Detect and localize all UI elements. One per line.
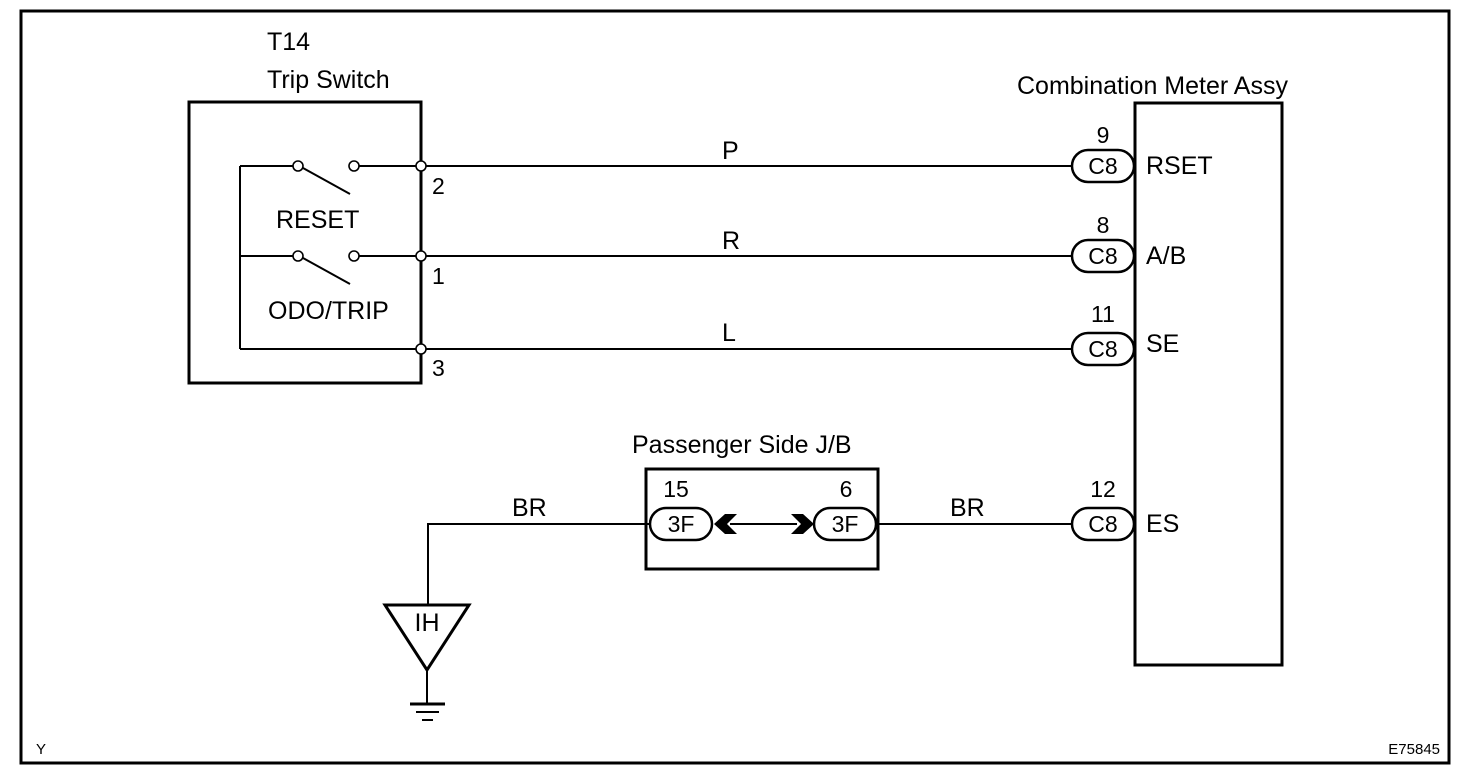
odo-trip-switch-label: ODO/TRIP: [268, 297, 389, 325]
meter-pin-number: 12: [1090, 476, 1116, 502]
ground-icon: [410, 702, 445, 721]
meter-terminal-rset: C8 9 RSET: [1070, 122, 1213, 184]
reset-switch: [292, 160, 360, 195]
trip-switch-terminal-1: [415, 250, 427, 262]
meter-pin-number: 8: [1097, 212, 1110, 238]
wire-ab-color: R: [722, 227, 740, 255]
junction-left-terminal: 3F 15: [648, 476, 714, 542]
meter-connector-label: C8: [1088, 153, 1117, 179]
meter-signal-name: RSET: [1146, 152, 1213, 180]
odo-trip-switch: [292, 250, 360, 285]
meter-signal-name: SE: [1146, 330, 1179, 358]
junction-block-box: [644, 467, 880, 571]
meter-connector-label: C8: [1088, 243, 1117, 269]
meter-connector-label: C8: [1088, 336, 1117, 362]
meter-signal-name: ES: [1146, 510, 1179, 538]
ground-point: IH: [382, 603, 472, 703]
combination-meter-name: Combination Meter Assy: [1017, 72, 1288, 100]
junction-right-terminal: 3F 6: [812, 476, 878, 542]
trip-switch-internal-wiring: [239, 165, 421, 350]
junction-block-name: Passenger Side J/B: [632, 431, 852, 459]
trip-switch-pin-1: 1: [432, 263, 445, 289]
junction-left-chevron-icon: [714, 514, 737, 534]
ground-point-label: IH: [415, 609, 440, 637]
trip-switch-terminal-3: [415, 343, 427, 355]
wire-se-color: L: [722, 319, 736, 347]
meter-terminal-es: C8 12 ES: [1070, 476, 1179, 542]
meter-pin-number: 11: [1091, 301, 1115, 327]
junction-connector-label: 3F: [668, 511, 695, 537]
meter-terminal-ab: C8 8 A/B: [1070, 212, 1186, 274]
trip-switch-name: Trip Switch: [267, 66, 390, 94]
meter-signal-name: A/B: [1146, 242, 1186, 270]
junction-connector-label: 3F: [832, 511, 859, 537]
figure-code: E75845: [1388, 741, 1440, 758]
trip-switch-terminal-2: [415, 160, 427, 172]
reset-switch-label: RESET: [276, 206, 359, 234]
junction-right-chevron-icon: [791, 514, 814, 534]
combination-meter-box: [1133, 101, 1284, 667]
diagram-frame: [19, 9, 1451, 765]
meter-connector-label: C8: [1088, 511, 1117, 537]
meter-pin-number: 9: [1097, 122, 1110, 148]
wire-jb-to-meter-color: BR: [950, 494, 985, 522]
trip-switch-pin-3: 3: [432, 355, 445, 381]
junction-pin-number: 6: [840, 476, 853, 502]
junction-pin-number: 15: [663, 476, 689, 502]
wire-ground-to-jb-color: BR: [512, 494, 547, 522]
wire-rset-color: P: [722, 137, 739, 165]
wire-ground-to-jb: [427, 523, 650, 604]
trip-switch-box: [187, 100, 423, 385]
meter-terminal-se: C8 11 SE: [1070, 301, 1179, 367]
trip-switch-code: T14: [267, 28, 310, 56]
trip-switch-pin-2: 2: [432, 173, 445, 199]
footer-left-mark: Y: [36, 741, 46, 758]
